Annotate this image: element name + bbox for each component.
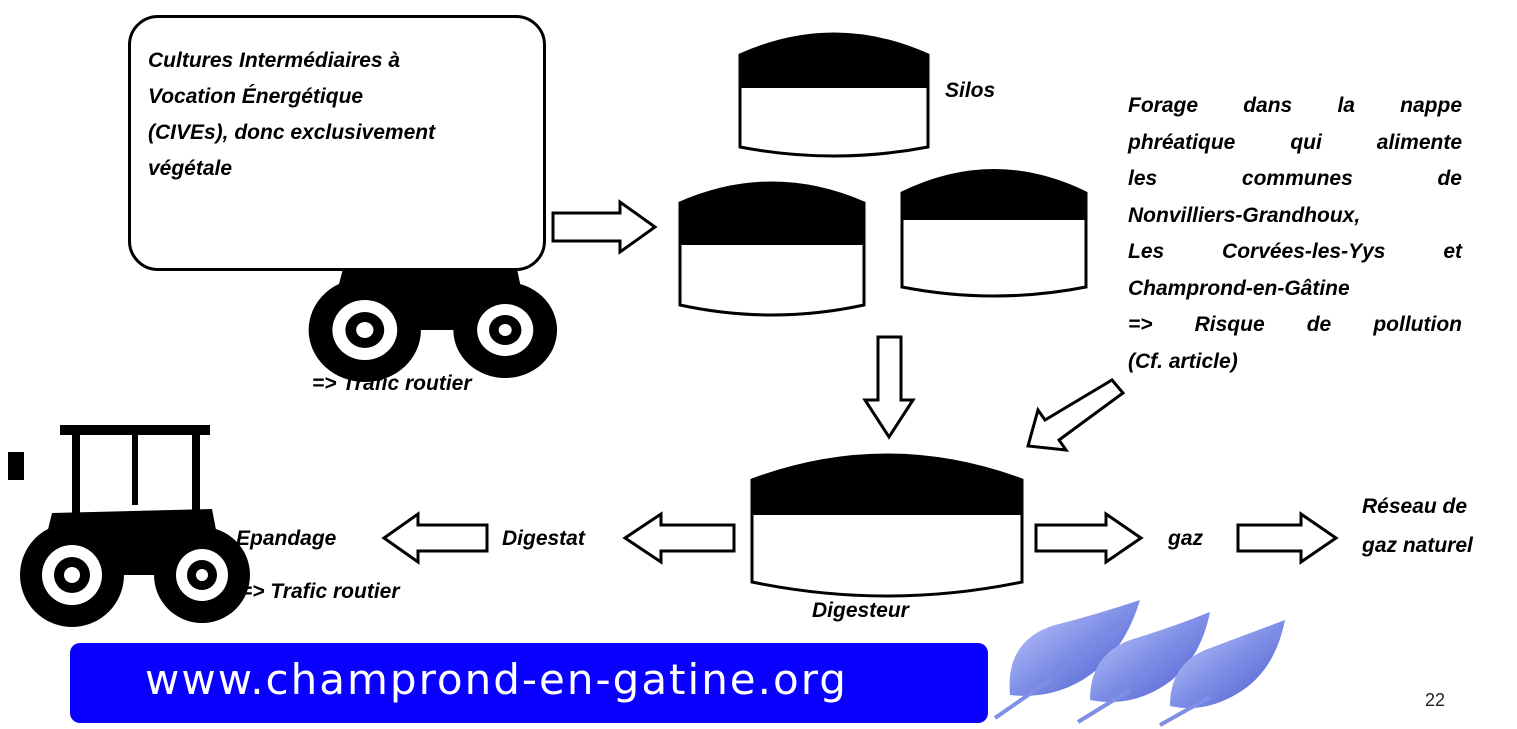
note-word: alimente (1376, 130, 1462, 154)
website-banner[interactable] (70, 643, 988, 723)
note-word: Forage (1128, 94, 1199, 117)
leaf-icon (1159, 620, 1285, 727)
note-word: Les (1128, 240, 1165, 263)
note-word: Corvées-les-Yys (1222, 240, 1386, 263)
silos-label: Silos (945, 79, 996, 102)
note-word: => (1128, 313, 1153, 336)
note-word: la (1337, 94, 1355, 117)
arrow-icon (1034, 511, 1144, 565)
leaf-icon (1076, 612, 1210, 724)
arrow-icon (862, 335, 916, 440)
inputs-line: (CIVEs), donc exclusivement (148, 121, 436, 144)
tractor-icon (20, 425, 250, 627)
epandage-label: Epandage (236, 527, 337, 550)
inputs-line: Vocation Énergétique (148, 85, 364, 108)
note-line: Nonvilliers-Grandhoux, (1128, 203, 1361, 227)
digestat-label: Digestat (502, 527, 585, 550)
reseau-label: Réseau de (1362, 495, 1468, 518)
note-line: les communes de (1128, 161, 1462, 198)
note-word: Risque (1194, 313, 1265, 336)
arrow-icon (1026, 378, 1126, 452)
note-word: nappe (1400, 94, 1462, 117)
silo-icon (900, 169, 1088, 298)
note-word: dans (1243, 94, 1293, 117)
note-word: pollution (1373, 313, 1462, 336)
inputs-line: végétale (148, 157, 233, 180)
traffic-label: => Trafic routier (240, 580, 400, 603)
note-line: Champrond-en-Gâtine (1128, 276, 1350, 300)
note-word: communes (1241, 167, 1353, 190)
inputs-box (128, 15, 546, 271)
reseau-label: gaz naturel (1362, 534, 1473, 557)
note-word: phréatique (1128, 130, 1236, 154)
leaf-icon (993, 600, 1140, 720)
note-line: (Cf. article) (1128, 349, 1238, 373)
tractor-exhaust (8, 452, 24, 480)
note-word: et (1443, 240, 1462, 263)
note-word: de (1306, 313, 1332, 336)
note-word: de (1437, 167, 1462, 190)
arrow-icon (551, 199, 658, 255)
arrow-icon (381, 511, 489, 565)
inputs-box-text: Cultures Intermédiaires à Vocation Énerg… (148, 43, 528, 187)
water-pollution-note: Forage dans la nappe phréatique qui alim… (1128, 88, 1462, 380)
note-line: => Risque de pollution (1128, 307, 1462, 344)
note-word: qui (1290, 130, 1322, 154)
page-number: 22 (1425, 690, 1446, 710)
note-line: phréatique qui alimente (1128, 125, 1462, 162)
arrow-icon (622, 511, 736, 565)
traffic-label: => Trafic routier (312, 372, 472, 395)
note-line: Les Corvées-les-Yys et (1128, 234, 1462, 271)
arrow-icon (1236, 511, 1339, 565)
website-link[interactable]: www.champrond-en-gatine.org (145, 655, 848, 704)
inputs-line: Cultures Intermédiaires à (148, 49, 401, 72)
silo-icon (738, 32, 930, 158)
gaz-label: gaz (1168, 527, 1204, 550)
silo-icon (678, 181, 866, 317)
digester-icon (750, 453, 1024, 598)
note-word: les (1128, 167, 1158, 190)
digesteur-label: Digesteur (812, 599, 909, 622)
note-line: Forage dans la nappe (1128, 88, 1462, 125)
